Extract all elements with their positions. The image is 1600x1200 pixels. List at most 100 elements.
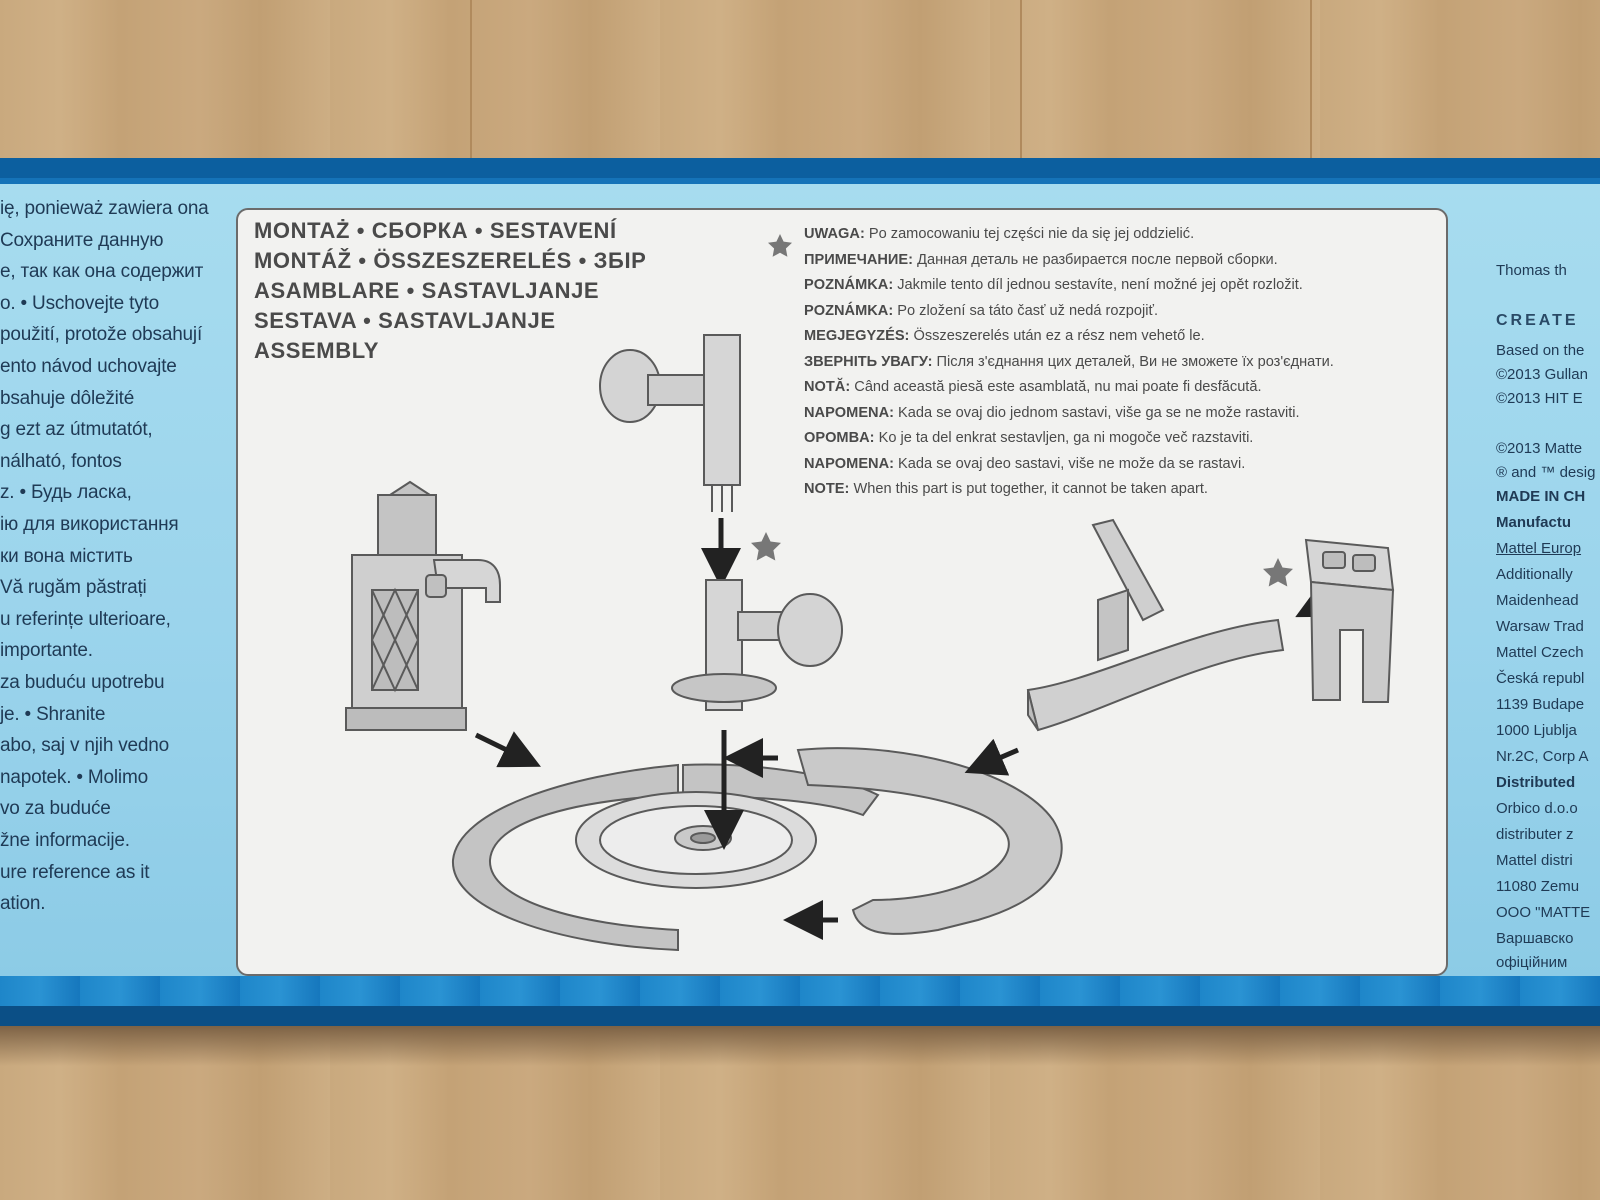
right-column-line: Based on the [1496, 342, 1585, 359]
floor-plank-seam [1310, 0, 1312, 170]
right-column-line: 1000 Ljublja [1496, 722, 1577, 739]
left-column-line: ation. [0, 893, 46, 915]
warning-note: ПРИМЕЧАНИЕ: Данная деталь не разбирается… [804, 248, 1424, 274]
right-column-line: ©2013 Matte [1496, 440, 1583, 457]
warning-note-text: Ko je ta del enkrat sestavljen, ga ni mo… [874, 430, 1254, 446]
left-column-line: o. • Uschovejte tyto [0, 292, 159, 314]
warning-note: NOTĂ: Când această piesă este asamblată,… [804, 375, 1424, 401]
left-column-line: napotek. • Molimo [0, 766, 148, 788]
right-column-line: 1139 Budape [1496, 696, 1585, 713]
right-column-line: distributer z [1496, 826, 1574, 843]
warning-note-label: POZNÁMKA: [804, 302, 894, 319]
right-text-column: Thomas th CREATE Based on the ©2013 Gullan ©… [1496, 262, 1600, 982]
right-column-line: CREATE [1496, 312, 1579, 329]
warning-note-text: Po zložení sa táto časť už nedá rozpojiť… [893, 302, 1159, 319]
star-icon [768, 234, 792, 257]
warning-note-text: Când această piesă este asamblată, nu ma… [850, 379, 1262, 395]
warning-note-text: Po zamocowaniu tej części nie da się jej… [864, 226, 1195, 242]
warning-note-text: Jakmile tento díl jednou sestavíte, není… [893, 277, 1303, 293]
left-column-line: Сохраните данную [0, 229, 164, 251]
right-column-line: 11080 Zemu [1496, 878, 1580, 895]
warning-note: OPOMBA: Ko je ta del enkrat sestavljen, … [804, 426, 1424, 452]
ramp-bridge-piece [1026, 518, 1285, 732]
left-column-line: bsahuje dôležité [0, 387, 135, 409]
curved-track-piece-right [796, 747, 1063, 935]
right-column-line: ® and ™ desig [1496, 464, 1596, 481]
assembly-instructions-panel: MONTAŻ • СБОРКА • SESTAVENÍ MONTÁŽ • ÖSS… [236, 208, 1448, 976]
left-column-line: u referințe ulterioare, [0, 608, 171, 630]
right-column-line: Mattel Czech [1496, 644, 1584, 661]
right-column-line: MADE IN CH [1496, 488, 1586, 505]
warning-note-label: NOTĂ: [804, 379, 851, 395]
box-bottom-edge [0, 1006, 1600, 1026]
assembly-diagram [345, 334, 1395, 952]
left-column-line: ento návod uchovajte [0, 356, 177, 377]
warning-note-label: ЗВЕРНІТЬ УВАГУ: [804, 353, 933, 370]
warning-note: POZNÁMKA: Jakmile tento díl jednou sesta… [804, 273, 1424, 299]
warning-note-text: Після з'єднання цих деталей, Ви не зможе… [932, 353, 1334, 370]
warning-note-label: NAPOMENA: [804, 404, 894, 421]
assembly-title-line: ASAMBLARE • SASTAVLJANJE [254, 278, 600, 303]
warning-note-label: NOTE: [804, 481, 850, 497]
right-column-line: Česká republ [1496, 670, 1585, 687]
crane-post-top-piece [599, 334, 741, 512]
warning-note-text: Kada se ovaj dio jednom sastavi, više ga… [894, 404, 1300, 421]
warning-note: NAPOMENA: Kada se ovaj dio jednom sastav… [804, 401, 1424, 427]
warning-note-label: POZNÁMKA: [804, 277, 894, 293]
warning-note-label: UWAGA: [804, 226, 865, 242]
crane-post-base-piece [671, 579, 843, 711]
assembly-title: MONTAŻ • СБОРКА • SESTAVENÍ MONTÁŽ • ÖSS… [254, 216, 646, 366]
box-shadow [0, 1026, 1600, 1066]
warning-note: NOTE: When this part is put together, it… [804, 477, 1424, 503]
box-decorative-stripe [0, 976, 1600, 1006]
right-column-line: ©2013 Gullan [1496, 366, 1588, 383]
assembly-title-line: MONTÁŽ • ÖSSZESZERELÉS • ЗБІР [254, 248, 647, 273]
left-column-line: žne informacije. [0, 830, 130, 851]
right-column-line: Варшавско [1496, 930, 1574, 947]
right-column-line: Distributed [1496, 774, 1576, 791]
water-tower-piece [345, 480, 501, 731]
warning-note-text: Данная деталь не разбирается после перво… [913, 251, 1278, 268]
right-column-line: Mattel distri [1496, 852, 1573, 869]
left-column-line: za buduću upotrebu [0, 672, 165, 693]
left-column-line: ки вона містить [0, 545, 133, 567]
right-column-line: ООО "МАТТЕ [1496, 904, 1591, 921]
right-column-line: Mattel Europ [1496, 540, 1582, 557]
warning-note: POZNÁMKA: Po zložení sa táto časť už ned… [804, 299, 1424, 325]
right-column-line: Additionally [1496, 566, 1573, 583]
left-column-line: ure reference as it [0, 861, 150, 883]
warning-note-label: MEGJEGYZÉS: [804, 328, 910, 344]
right-column-line: Thomas th [1496, 262, 1567, 279]
right-column-line: ©2013 HIT E [1496, 390, 1583, 407]
assembly-title-line: MONTAŻ • СБОРКА • SESTAVENÍ [254, 218, 617, 243]
arrow-ramp [964, 738, 1019, 776]
signal-block-piece [1304, 538, 1395, 703]
warning-notes: UWAGA: Po zamocowaniu tej części nie da … [804, 222, 1424, 503]
warning-note: UWAGA: Po zamocowaniu tej części nie da … [804, 222, 1424, 248]
left-column-line: ię, ponieważ zawiera ona [0, 198, 209, 219]
right-column-line: офіційним [1496, 954, 1568, 971]
right-column-line: Nr.2C, Corp A [1496, 748, 1589, 765]
left-column-line: importante. [0, 640, 93, 662]
warning-note-text: Kada se ovaj deo sastavi, više ne može d… [894, 455, 1246, 472]
box-top-edge [0, 158, 1600, 178]
left-column-line: nálható, fontos [0, 450, 122, 472]
left-column-line: vo za buduće [0, 798, 111, 820]
left-column-line: g ezt az útmutatót, [0, 419, 153, 441]
floor-plank-seam [1020, 0, 1022, 170]
warning-note: MEGJEGYZÉS: Összeszerelés után ez a rész… [804, 324, 1424, 350]
warning-note: NAPOMENA: Kada se ovaj deo sastavi, više… [804, 452, 1424, 478]
left-column-line: z. • Будь ласка, [0, 482, 132, 504]
floor-plank-seam [470, 0, 472, 170]
warning-note-label: NAPOMENA: [804, 455, 894, 472]
warning-note-label: OPOMBA: [804, 430, 875, 446]
right-column-line: Orbico d.o.o [1496, 800, 1578, 817]
warning-note-label: ПРИМЕЧАНИЕ: [804, 251, 914, 268]
warning-note: ЗВЕРНІТЬ УВАГУ: Після з'єднання цих дета… [804, 350, 1424, 376]
assembly-title-line: SESTAVA • SASTAVLJANJE [254, 308, 556, 333]
star-icon [1263, 558, 1293, 587]
warning-note-text: When this part is put together, it canno… [849, 481, 1208, 497]
assembly-title-line: ASSEMBLY [254, 338, 380, 363]
right-column-line: Warsaw Trad [1496, 618, 1584, 635]
